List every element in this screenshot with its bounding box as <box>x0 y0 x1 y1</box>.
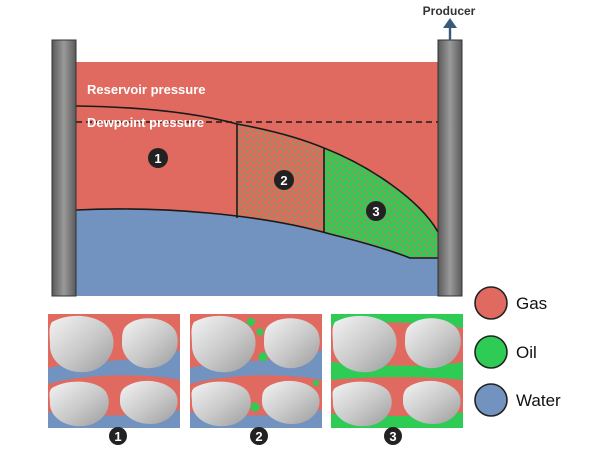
legend-item-gas: Gas <box>474 286 547 320</box>
rock-grain <box>122 318 178 369</box>
legend-label-oil: Oil <box>516 343 537 362</box>
pore-panel-3-number: 3 <box>389 429 396 444</box>
dewpoint-pressure-label: Dewpoint pressure <box>87 115 204 130</box>
left-boundary-wall <box>51 39 77 297</box>
zone-2-marker: 2 <box>274 170 294 190</box>
oil-droplet <box>258 352 268 362</box>
reservoir-pressure-label: Reservoir pressure <box>87 82 206 97</box>
rock-grain <box>120 380 178 424</box>
legend: Gas Oil Water <box>474 286 561 417</box>
oil-droplet <box>313 380 319 386</box>
pore-panel-3-marker: 3 <box>384 427 402 445</box>
pore-panel-1-marker: 1 <box>109 427 127 445</box>
rock-grain <box>262 380 320 424</box>
rock-grain <box>49 315 114 373</box>
legend-label-water: Water <box>516 391 561 410</box>
producer-arrow-icon <box>443 18 457 40</box>
water-swatch-icon <box>474 383 508 417</box>
zone-2-number: 2 <box>280 173 287 188</box>
producer-label: Producer <box>423 4 476 18</box>
oil-droplet <box>256 328 264 336</box>
pore-panel-3 <box>331 314 463 428</box>
pore-panel-2 <box>190 314 322 428</box>
oil-swatch-icon <box>474 335 508 369</box>
producer-well <box>437 39 463 297</box>
zone-1-marker: 1 <box>148 148 168 168</box>
legend-item-oil: Oil <box>474 335 537 369</box>
rock-grain <box>191 381 251 427</box>
rock-grain <box>264 318 320 369</box>
zone-3-marker: 3 <box>366 201 386 221</box>
rock-grain <box>332 315 397 373</box>
water-region <box>76 209 438 296</box>
zone-1-number: 1 <box>154 151 161 166</box>
reservoir-section <box>76 62 438 296</box>
rock-grain <box>405 318 461 369</box>
rock-grain <box>403 380 461 424</box>
rock-grain <box>49 381 109 427</box>
pore-panel-1-number: 1 <box>114 429 121 444</box>
rock-grain <box>191 315 256 373</box>
pressure-curve <box>76 105 438 233</box>
rock-grain <box>332 381 392 427</box>
oil-droplet <box>247 318 255 326</box>
oil-droplet <box>250 402 260 412</box>
pore-panel-1 <box>48 314 180 428</box>
legend-item-water: Water <box>474 383 561 417</box>
gas-swatch-icon <box>474 286 508 320</box>
pore-panel-2-marker: 2 <box>250 427 268 445</box>
pore-panel-2-number: 2 <box>255 429 262 444</box>
zone-3-number: 3 <box>372 204 379 219</box>
legend-label-gas: Gas <box>516 294 547 313</box>
water-contact-line <box>76 208 438 259</box>
